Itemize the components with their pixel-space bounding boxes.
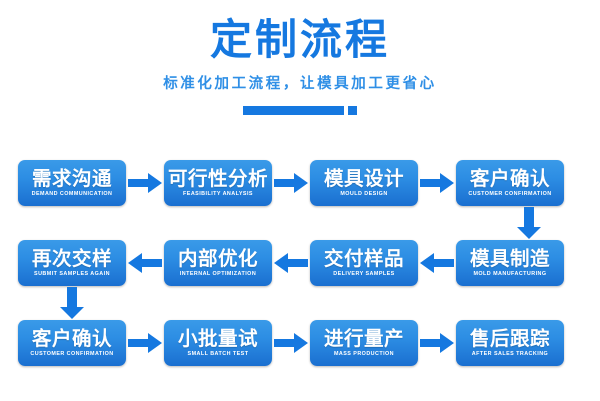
flow-node-internal-optimization[interactable]: 内部优化 INTERNAL OPTIMIZATION (164, 240, 272, 286)
flow-node-submit-samples-again[interactable]: 再次交样 SUBMIT SAMPLES AGAIN (18, 240, 126, 286)
flow-node-feasibility-analysis[interactable]: 可行性分析 FEASIBILITY ANALYSIS (164, 160, 272, 206)
flow-row-1: 需求沟通 DEMAND COMMUNICATION 可行性分析 FEASIBIL… (0, 160, 600, 206)
flow-node-label-cn: 模具设计 (323, 166, 404, 190)
flow-node-label-en: SUBMIT SAMPLES AGAIN (34, 271, 110, 278)
flow-row-2: 再次交样 SUBMIT SAMPLES AGAIN 内部优化 INTERNAL … (0, 240, 600, 286)
arrow-left-icon (272, 252, 310, 274)
flow-node-label-cn: 再次交样 (31, 246, 112, 270)
arrow-right-icon (418, 172, 456, 194)
flow-node-label-cn: 可行性分析 (167, 166, 268, 190)
flow-node-label-en: DELIVERY SAMPLES (333, 271, 395, 278)
arrow-down-icon (516, 206, 542, 240)
page-header: 定制流程 标准化加工流程，让模具加工更省心 (0, 0, 600, 116)
flow-connector-row-1-to-2 (0, 206, 600, 240)
flow-node-customer-confirmation-1[interactable]: 客户确认 CUSTOMER CONFIRMATION (456, 160, 564, 206)
flow-node-label-cn: 模具制造 (469, 246, 550, 270)
flow-node-label-cn: 交付样品 (323, 246, 404, 270)
arrow-right-icon (272, 332, 310, 354)
arrow-right-icon (126, 332, 164, 354)
arrow-right-icon (272, 172, 310, 194)
flow-node-label-en: INTERNAL OPTIMIZATION (179, 271, 257, 278)
flow-node-label-en: CUSTOMER CONFIRMATION (30, 351, 114, 358)
divider-dot-icon (348, 106, 357, 116)
flow-node-label-en: FEASIBILITY ANALYSIS (183, 191, 253, 198)
flow-node-label-cn: 进行量产 (323, 326, 404, 350)
flow-node-mold-manufacturing[interactable]: 模具制造 MOLD MANUFACTURING (456, 240, 564, 286)
header-divider (0, 106, 600, 116)
flow-node-after-sales-tracking[interactable]: 售后跟踪 AFTER SALES TRACKING (456, 320, 564, 366)
flow-node-label-cn: 小批量试 (177, 326, 258, 350)
arrow-left-icon (126, 252, 164, 274)
flow-node-label-cn: 客户确认 (31, 326, 112, 350)
flow-node-small-batch-test[interactable]: 小批量试 SMALL BATCH TEST (164, 320, 272, 366)
flow-node-label-cn: 需求沟通 (31, 166, 112, 190)
divider-bar-icon (243, 106, 344, 116)
flow-node-label-cn: 内部优化 (177, 246, 258, 270)
flow-node-delivery-samples[interactable]: 交付样品 DELIVERY SAMPLES (310, 240, 418, 286)
arrow-down-icon (59, 286, 85, 320)
page-subtitle: 标准化加工流程，让模具加工更省心 (163, 76, 437, 93)
arrow-left-icon (418, 252, 456, 274)
flow-node-label-en: DEMAND COMMUNICATION (31, 191, 113, 198)
flow-row-3: 客户确认 CUSTOMER CONFIRMATION 小批量试 SMALL BA… (0, 320, 600, 366)
arrow-right-icon (418, 332, 456, 354)
flow-node-label-en: MASS PRODUCTION (333, 351, 395, 358)
flow-connector-row-2-to-3 (0, 286, 600, 320)
flow-node-label-cn: 客户确认 (469, 166, 550, 190)
flow-node-demand-communication[interactable]: 需求沟通 DEMAND COMMUNICATION (18, 160, 126, 206)
process-flow-diagram: 需求沟通 DEMAND COMMUNICATION 可行性分析 FEASIBIL… (0, 160, 600, 366)
flow-node-label-en: MOLD MANUFACTURING (473, 271, 547, 278)
flow-node-mould-design[interactable]: 模具设计 MOULD DESIGN (310, 160, 418, 206)
flow-node-label-cn: 售后跟踪 (469, 326, 550, 350)
flow-node-customer-confirmation-2[interactable]: 客户确认 CUSTOMER CONFIRMATION (18, 320, 126, 366)
flow-node-label-en: MOULD DESIGN (340, 191, 388, 198)
flow-node-label-en: SMALL BATCH TEST (187, 351, 249, 358)
page-title: 定制流程 (209, 15, 390, 64)
arrow-right-icon (126, 172, 164, 194)
flow-node-label-en: AFTER SALES TRACKING (471, 351, 549, 358)
flow-node-label-en: CUSTOMER CONFIRMATION (468, 191, 552, 198)
flow-node-mass-production[interactable]: 进行量产 MASS PRODUCTION (310, 320, 418, 366)
